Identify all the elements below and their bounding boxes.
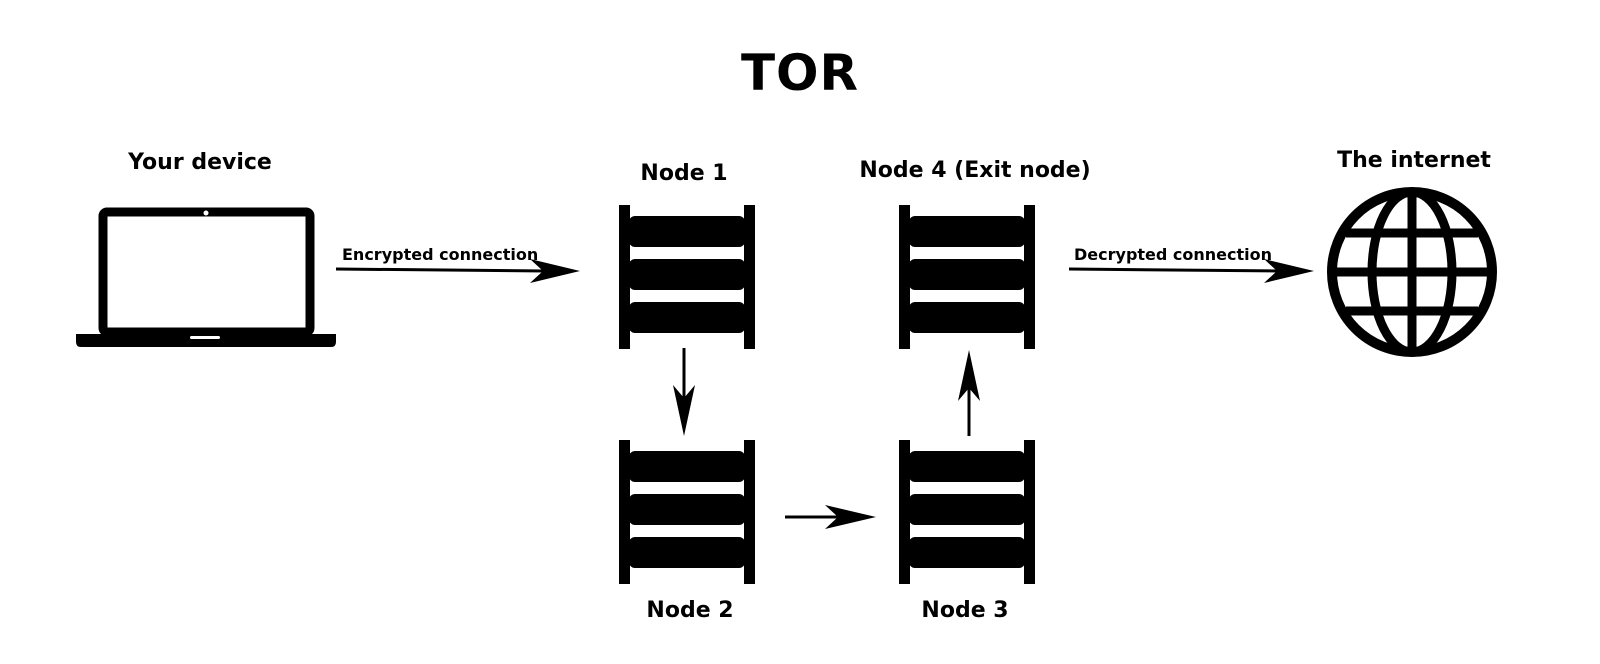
encrypted-connection-label: Encrypted connection <box>342 245 539 264</box>
internet-label: The internet <box>1337 148 1491 173</box>
decrypted-connection-label: Decrypted connection <box>1074 245 1273 264</box>
arrow-node3-to-node4 <box>958 350 980 436</box>
laptop-icon <box>76 207 336 347</box>
node-4-server-icon <box>899 205 1035 349</box>
node-1-label: Node 1 <box>640 161 728 186</box>
arrow-node4-to-internet <box>1068 259 1314 283</box>
globe-icon <box>1327 187 1497 357</box>
node-4-label: Node 4 (Exit node) <box>859 158 1091 183</box>
node-3-server-icon <box>899 440 1035 584</box>
diagram-title: TOR <box>740 44 860 102</box>
node-2-server-icon <box>619 440 755 584</box>
device-label: Your device <box>128 150 272 175</box>
arrow-node1-to-node2 <box>673 348 695 436</box>
node-1-server-icon <box>619 205 755 349</box>
node-3-label: Node 3 <box>921 598 1009 623</box>
arrow-device-to-node1 <box>335 259 580 283</box>
arrow-node2-to-node3 <box>785 505 876 529</box>
node-2-label: Node 2 <box>646 598 734 623</box>
